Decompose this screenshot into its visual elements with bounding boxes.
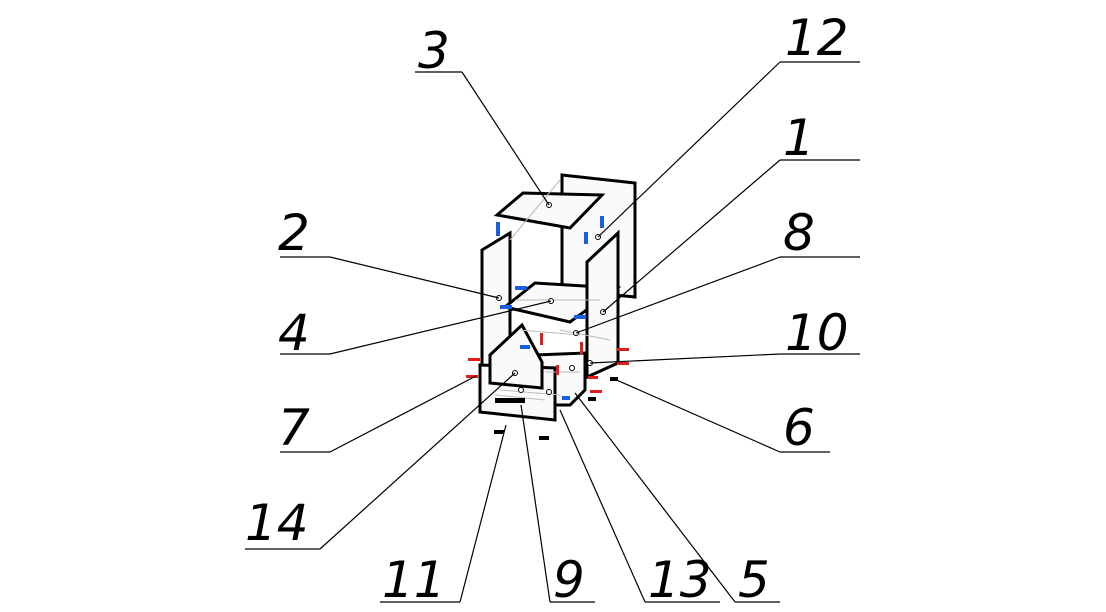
callout-6: 6 <box>611 377 830 457</box>
callout-14: 14 <box>245 372 516 552</box>
callout-12: 12 <box>597 9 860 238</box>
leader-line <box>329 256 500 299</box>
leader-line <box>559 409 646 603</box>
leader-line <box>520 404 551 603</box>
callout-label: 3 <box>418 22 450 80</box>
callout-10: 10 <box>589 304 860 364</box>
callout-label: 10 <box>785 304 849 362</box>
cabinet-drawing <box>466 173 637 440</box>
callout-7: 7 <box>278 375 477 457</box>
callout-3: 3 <box>415 22 550 206</box>
leader-line <box>329 375 477 453</box>
callout-label: 1 <box>783 109 815 167</box>
foot <box>588 397 596 401</box>
leader-line <box>589 353 781 364</box>
callout-2: 2 <box>278 204 500 299</box>
leader-line <box>574 392 736 603</box>
callout-8: 8 <box>575 204 860 334</box>
red-fittings <box>466 333 629 393</box>
callout-label: 6 <box>783 399 815 457</box>
drawer-front <box>488 322 544 390</box>
callout-9: 9 <box>520 404 595 609</box>
callout-label: 13 <box>648 551 712 609</box>
handle <box>495 398 525 403</box>
callout-1: 1 <box>602 109 860 313</box>
callout-label: 2 <box>278 204 310 262</box>
callout-label: 9 <box>553 551 585 609</box>
leader-line <box>575 256 781 334</box>
leader-line <box>611 377 781 453</box>
callout-13: 13 <box>559 409 720 609</box>
leader-line <box>461 71 550 206</box>
foot <box>494 430 504 434</box>
blue-fittings <box>496 216 604 400</box>
callout-4: 4 <box>278 300 552 362</box>
leader-line <box>329 300 552 355</box>
callout-label: 12 <box>785 9 849 67</box>
leader-line <box>602 159 781 313</box>
leader-line <box>597 61 781 238</box>
foot <box>539 436 549 440</box>
callout-label: 7 <box>278 399 310 457</box>
callout-label: 14 <box>245 494 309 552</box>
leader-line <box>459 424 507 603</box>
callout-5: 5 <box>574 392 780 609</box>
callout-11: 11 <box>380 424 507 609</box>
callout-label: 4 <box>278 304 310 362</box>
callout-label: 11 <box>382 551 446 609</box>
top-panel <box>493 191 606 230</box>
leader-line <box>319 372 516 550</box>
callout-label: 8 <box>783 204 815 262</box>
callout-label: 5 <box>738 551 770 609</box>
